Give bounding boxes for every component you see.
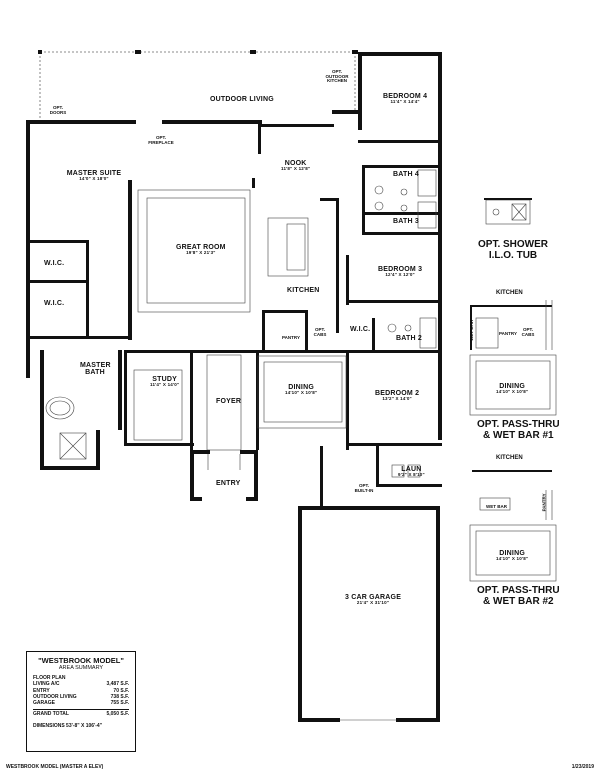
room-wic-2: W.I.C. bbox=[44, 300, 65, 307]
option2-wet-bar-label: WET BAR bbox=[486, 504, 507, 509]
option-pass-thru-2-title: OPT. PASS-THRU& WET BAR #2 bbox=[477, 585, 560, 607]
note-opt-doors: OPT. DOORS bbox=[49, 105, 67, 115]
option2-kitchen-label: KITCHEN bbox=[496, 455, 523, 461]
room-pantry: PANTRY bbox=[282, 335, 300, 340]
option1-opt-cabs-label: OPT. CABS bbox=[521, 327, 535, 337]
area-summary-box: "WESTBROOK MODEL" AREA SUMMARY FLOOR PLA… bbox=[26, 651, 136, 752]
room-master-bath: MASTER BATH bbox=[80, 362, 111, 377]
option1-wet-bar-label: WET BAR bbox=[469, 319, 475, 341]
summary-heading: FLOOR PLAN bbox=[33, 675, 66, 681]
note-opt-built-in: OPT. BUILT-IN bbox=[354, 483, 374, 493]
summary-subtitle: AREA SUMMARY bbox=[58, 665, 104, 671]
room-bath-2: BATH 2 bbox=[396, 335, 422, 342]
note-opt-fireplace: OPT. FIREPLACE bbox=[148, 135, 174, 145]
option2-pantry-label: PANTRY bbox=[541, 493, 547, 512]
note-opt-outdoor-kitchen: OPT. OUTDOOR KITCHEN bbox=[325, 69, 349, 84]
summary-dimensions: DIMENSIONS 53'-8" X 106'-4" bbox=[33, 722, 103, 729]
option-pass-thru-1-title: OPT. PASS-THRU& WET BAR #1 bbox=[477, 419, 560, 441]
room-wic-1: W.I.C. bbox=[44, 260, 65, 267]
option1-pantry-label: PANTRY bbox=[499, 331, 517, 336]
room-foyer: FOYER bbox=[216, 398, 242, 405]
footer-date: 1/23/2019 bbox=[571, 764, 594, 770]
room-bath-3: BATH 3 bbox=[393, 218, 419, 225]
footer-model-name: WESTBROOK MODEL (MASTER A ELEV) bbox=[6, 764, 104, 770]
room-kitchen: KITCHEN bbox=[287, 287, 320, 294]
note-opt-cabs: OPT. CABS bbox=[313, 327, 327, 337]
summary-title: "WESTBROOK MODEL" bbox=[38, 656, 124, 665]
room-outdoor-living: OUTDOOR LIVING bbox=[210, 96, 274, 103]
room-entry: ENTRY bbox=[216, 480, 241, 487]
option1-kitchen-label: KITCHEN bbox=[496, 290, 523, 296]
room-bath-4: BATH 4 bbox=[393, 171, 419, 178]
room-wic-3: W.I.C. bbox=[350, 326, 371, 333]
